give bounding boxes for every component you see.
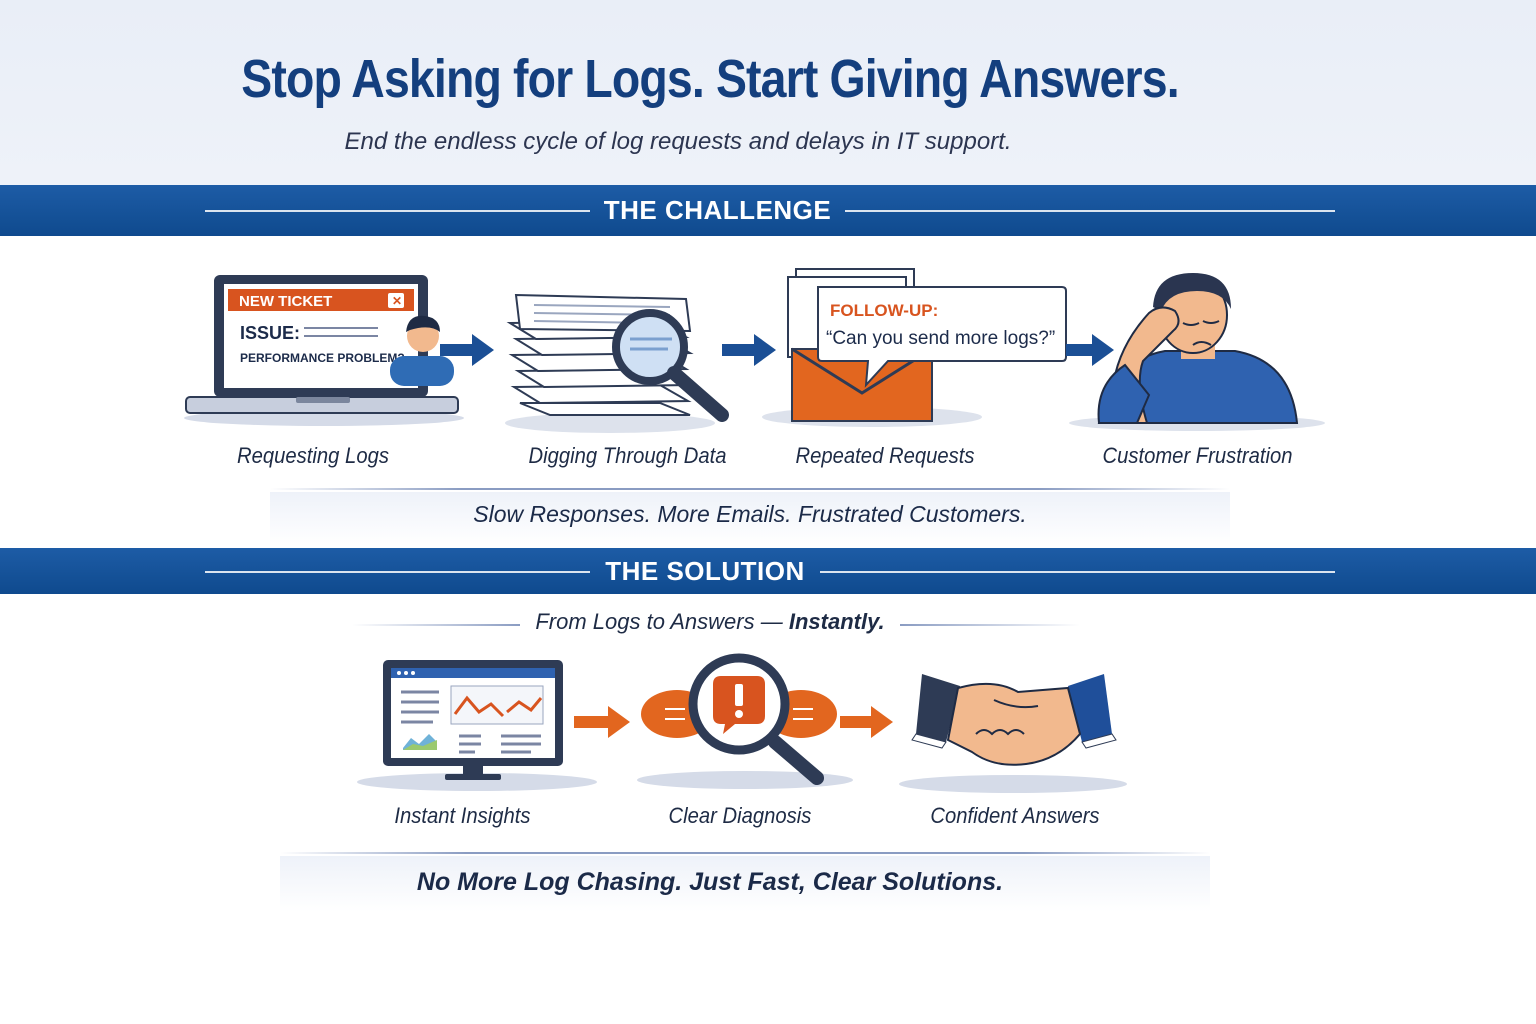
band-rule-right: [820, 571, 1335, 573]
ticket-tag: NEW TICKET: [239, 293, 332, 310]
page-title: Stop Asking for Logs. Start Giving Answe…: [241, 49, 1179, 109]
document-stack-magnifier-icon: [505, 293, 729, 433]
step-label-requesting-logs: Requesting Logs: [237, 443, 389, 468]
step-label-confident-answers: Confident Answers: [930, 803, 1100, 828]
flow-arrow-4: [574, 706, 630, 738]
laptop-ticket-icon: NEW TICKET ✕ ISSUE: PERFORMANCE PROBLEM?: [184, 275, 464, 426]
challenge-summary-background: [270, 492, 1230, 544]
solution-summary: No More Log Chasing. Just Fast, Clear So…: [416, 868, 1004, 896]
dashboard-monitor-icon: [357, 660, 597, 791]
challenge-band: THE CHALLENGE: [0, 185, 1536, 236]
tagline-prefix: From Logs to Answers —: [535, 609, 783, 634]
solution-divider: [280, 852, 1210, 854]
tagline-rule-right: [900, 624, 1080, 626]
band-rule-right: [845, 210, 1335, 212]
tagline-rule-left: [352, 624, 520, 626]
followup-label: FOLLOW-UP:: [830, 301, 938, 320]
followup-quote: “Can you send more logs?”: [826, 328, 1055, 349]
ticket-issue-label: ISSUE:: [240, 323, 300, 343]
solution-heading: THE SOLUTION: [605, 556, 805, 586]
challenge-heading: THE CHALLENGE: [603, 195, 832, 225]
header-background: [0, 0, 1536, 185]
challenge-divider: [270, 488, 1230, 490]
page-subtitle: End the endless cycle of log requests an…: [344, 128, 1012, 155]
magnifier-alert-icon: [637, 653, 853, 789]
ticket-header: [228, 289, 414, 311]
solution-tagline: From Logs to Answers — Instantly.: [520, 609, 900, 635]
svg-text:✕: ✕: [392, 294, 402, 308]
solution-summary-background: [280, 856, 1210, 912]
step-label-clear-diagnosis: Clear Diagnosis: [668, 803, 812, 828]
ticket-issue-text: PERFORMANCE PROBLEM?: [240, 351, 405, 365]
envelope-followup-icon: FOLLOW-UP: “Can you send more logs?”: [762, 268, 1067, 427]
step-label-digging-data: Digging Through Data: [528, 443, 727, 468]
band-rule-left: [205, 210, 590, 212]
flow-arrow-5: [840, 706, 893, 738]
handshake-icon: [899, 674, 1127, 793]
tagline-emphasis: Instantly.: [788, 609, 885, 634]
flow-arrow-2: [722, 334, 776, 366]
band-rule-left: [205, 571, 590, 573]
flow-arrow-3: [1066, 334, 1114, 366]
frustrated-person-icon: [1069, 273, 1325, 431]
step-label-repeated-requests: Repeated Requests: [795, 443, 975, 468]
step-label-instant-insights: Instant Insights: [394, 803, 531, 828]
challenge-summary: Slow Responses. More Emails. Frustrated …: [473, 501, 1027, 527]
flow-arrow-1: [440, 334, 494, 366]
step-label-customer-frustration: Customer Frustration: [1102, 443, 1293, 468]
solution-band: THE SOLUTION: [0, 548, 1536, 594]
